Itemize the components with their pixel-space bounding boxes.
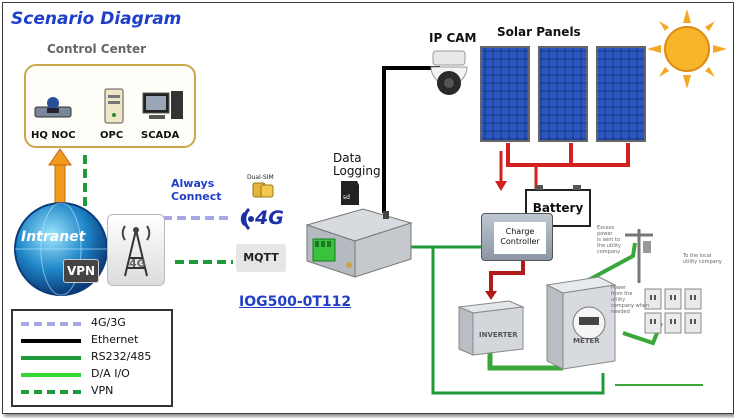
- legend-label: RS232/485: [91, 350, 152, 363]
- legend-label: Ethernet: [91, 333, 139, 346]
- device-name: IOG500-0T112: [239, 294, 352, 310]
- cellular-tower-card: [107, 214, 165, 286]
- always-connect-label: Always Connect: [171, 177, 222, 203]
- note-line: To the local: [683, 253, 712, 259]
- legend: 4G/3G Ethernet RS232/485 D/A I/O VPN: [11, 309, 173, 407]
- ip-cam-label: IP CAM: [429, 31, 477, 45]
- opc-server-icon: [104, 88, 124, 124]
- legend-swatch: [21, 339, 81, 343]
- rs485-line: [379, 245, 605, 395]
- vpn-badge: VPN: [63, 259, 99, 283]
- legend-item: VPN: [13, 383, 171, 399]
- intranet-label: Intranet: [21, 229, 86, 245]
- note-line: is sent to: [597, 237, 621, 243]
- micro-sd-icon: sd: [341, 181, 359, 205]
- data-logging-label: Data Logging: [333, 152, 381, 178]
- inverter-icon: [457, 300, 525, 356]
- note-power-from-utility: Power from the utility company when need…: [611, 285, 649, 315]
- mqtt-label: MQTT: [243, 251, 279, 264]
- cc-node-label: HQ NOC: [31, 130, 76, 141]
- battery-label: Battery: [532, 201, 584, 215]
- note-line: company: [597, 249, 621, 255]
- scada-workstation-icon: [142, 91, 183, 119]
- always-connect-line: Always: [171, 177, 215, 190]
- note-line: power: [597, 231, 613, 237]
- svg-text:sd: sd: [343, 194, 350, 201]
- cc-node-label: OPC: [100, 130, 124, 141]
- legend-label: D/A I/O: [91, 367, 130, 380]
- solar-panel-icon: [538, 46, 588, 142]
- solar-panels-label: Solar Panels: [497, 25, 581, 39]
- sun-icon: [647, 9, 727, 89]
- legend-label: 4G/3G: [91, 316, 126, 329]
- note-line: from the: [611, 291, 633, 297]
- inverter-label: INVERTER: [479, 331, 518, 339]
- data-logging-line: Data: [333, 151, 362, 165]
- note-line: utility: [611, 297, 626, 303]
- charge-controller: Charge Controller: [481, 213, 553, 261]
- note-excess-power: Excess power is sent to the utility comp…: [597, 225, 621, 255]
- iog500-device-icon: [305, 208, 413, 278]
- sim-card-icon: [252, 182, 274, 198]
- 4g-logo-label: 4G: [255, 207, 284, 229]
- meter-icon: [545, 276, 617, 370]
- cc-node-label: SCADA: [141, 130, 180, 141]
- always-connect-line: Connect: [171, 190, 222, 203]
- note-line: company when: [611, 303, 650, 309]
- legend-swatch: [21, 356, 81, 360]
- power-outlets-icon: [644, 288, 702, 334]
- legend-item: RS232/485: [13, 349, 171, 365]
- legend-label: VPN: [91, 384, 114, 397]
- note-line: Excess: [597, 225, 615, 231]
- solar-panel-array: [480, 46, 646, 142]
- data-logging-line: Logging: [333, 164, 381, 178]
- hq-noc-icon: [34, 97, 72, 118]
- note-line: Power: [611, 285, 627, 291]
- legend-item: D/A I/O: [13, 366, 171, 382]
- mqtt-badge: MQTT: [236, 244, 286, 272]
- note-line: needed: [611, 309, 630, 315]
- legend-item: Ethernet: [13, 332, 171, 348]
- wireless-signal-icon: [240, 207, 254, 231]
- legend-swatch: [21, 322, 81, 326]
- note-local-utility: To the local utility company: [683, 253, 722, 265]
- legend-swatch: [21, 390, 81, 394]
- battery-terminal: [573, 185, 581, 190]
- charge-controller-line: Charge: [505, 227, 535, 236]
- battery-terminal: [535, 185, 543, 190]
- solar-panel-icon: [480, 46, 530, 142]
- note-line: the utility: [597, 243, 622, 249]
- vpn-label: VPN: [66, 264, 96, 278]
- tower-4g-label: 4G: [129, 257, 146, 270]
- note-line: utility company: [683, 259, 722, 265]
- cellular-tower-icon: [121, 225, 151, 277]
- ip-camera-icon: [430, 50, 468, 95]
- solar-panel-icon: [596, 46, 646, 142]
- diagram-title: Scenario Diagram: [11, 9, 182, 29]
- charge-controller-line: Controller: [500, 237, 540, 246]
- ethernet-line: [382, 66, 440, 213]
- solar-bus: [506, 143, 630, 167]
- legend-swatch: [21, 373, 81, 377]
- charge-controller-display: Charge Controller: [494, 222, 546, 254]
- dual-sim-label: Dual-SIM: [247, 174, 274, 181]
- utility-pole-icon: [625, 229, 653, 283]
- control-center-title: Control Center: [47, 42, 147, 56]
- legend-item: 4G/3G: [13, 315, 171, 331]
- meter-label: METER: [573, 337, 600, 345]
